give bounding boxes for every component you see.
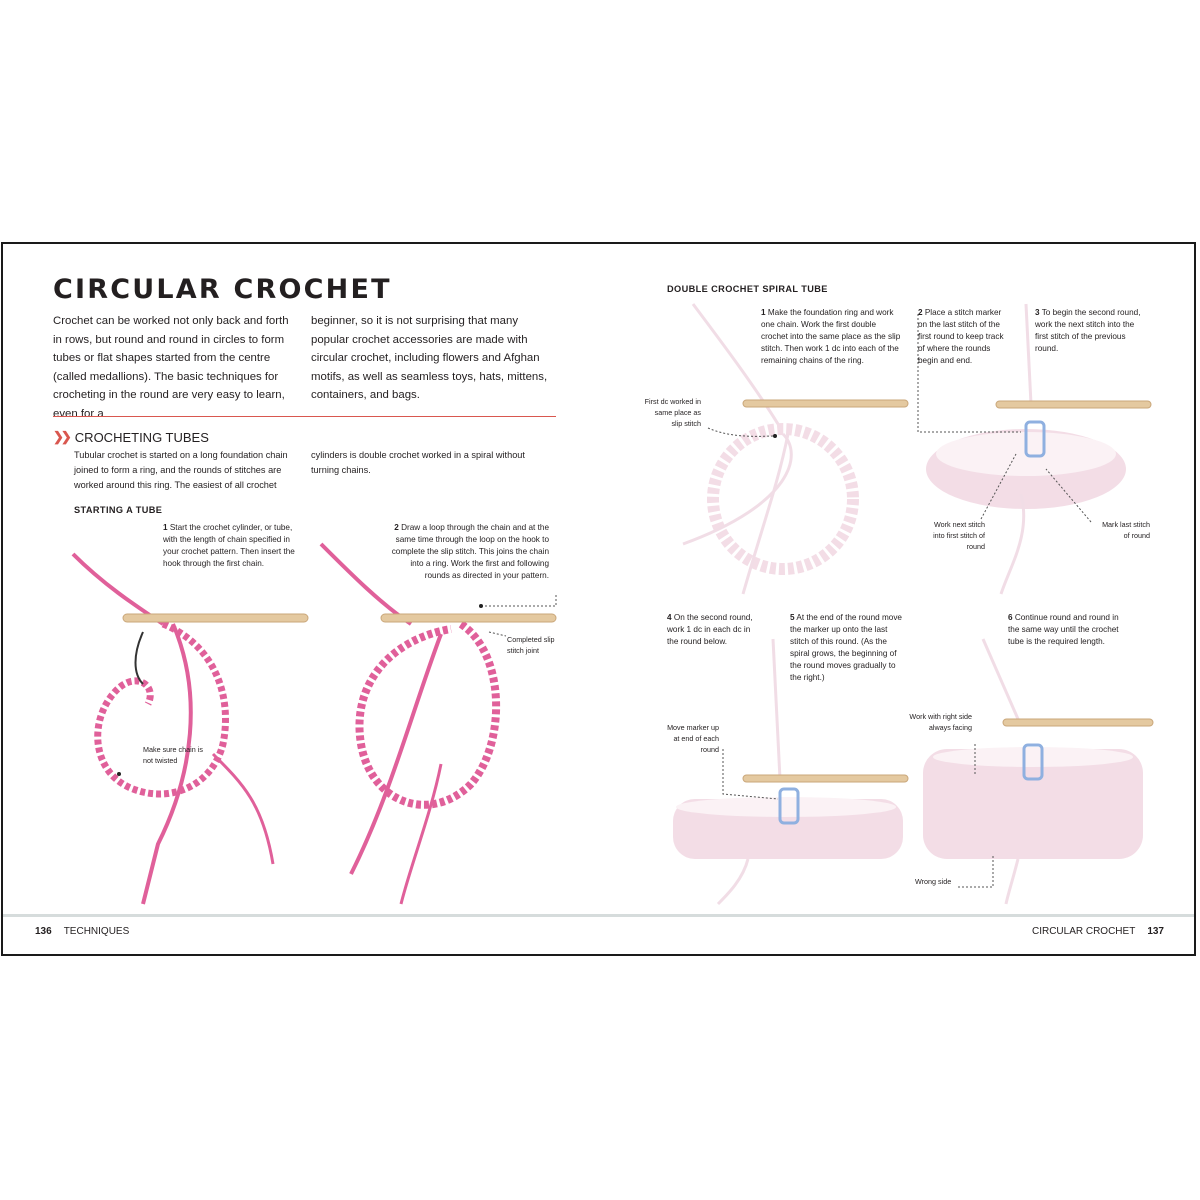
page-number-left: 136 [35,926,52,937]
stitch-marker-photo [917,303,1152,595]
spiral-step-2: 2 Place a stitch marker on the last stit… [918,307,1010,367]
annotation-next-stitch: Work next stitch into first stitch of ro… [933,520,985,551]
step-text: Place a stitch marker on the last stitch… [918,308,1004,365]
second-round-photo [673,638,909,906]
book-spread: CIRCULAR CROCHET Crochet can be worked n… [1,242,1196,956]
step-text: To begin the second round, work the next… [1035,308,1141,353]
chain-hook-illustration [71,552,309,905]
running-head-left: TECHNIQUES [63,926,130,937]
step-text: Start the crochet cylinder, or tube, wit… [163,523,295,568]
step-number: 1 [761,308,766,317]
annotation-not-twisted: Make sure chain is not twisted [143,745,203,765]
step-text: At the end of the round move the marker … [790,613,902,682]
step-number: 2 [918,308,923,317]
step-text: Draw a loop through the chain and at the… [391,523,549,580]
spiral-step-1: 1 Make the foundation ring and work one … [761,307,901,367]
page-title: CIRCULAR CROCHET [53,274,392,305]
step-number: 5 [790,613,795,622]
footer-right: CIRCULAR CROCHET 137 [1032,926,1164,937]
step-number: 4 [667,613,672,622]
crochet-hook-icon [122,613,309,623]
step-number: 1 [163,523,168,532]
annotation-first-dc: First dc worked in same place as slip st… [644,397,701,428]
page-number-right: 137 [1147,926,1164,937]
stitch-marker-icon [1024,420,1046,458]
double-chevron-icon: ❯❯ [53,429,72,444]
section-heading: ❯❯ CROCHETING TUBES [53,429,209,445]
annotation-wrong-side: Wrong side [915,877,952,886]
step-text: On the second round, work 1 dc in each d… [667,613,753,646]
intro-text-right: beginner, so it is not surprising that m… [311,315,548,401]
tubes-text-right: cylinders is double crochet worked in a … [311,450,525,475]
annotation-slip-joint: Completed slip stitch joint [507,635,555,655]
footer-rule [3,914,1194,917]
spiral-step-4: 4 On the second round, work 1 dc in each… [667,612,757,648]
starting-tube-heading: STARTING A TUBE [74,505,163,515]
annotation-mark-last: Mark last stitch of round [1102,520,1150,540]
starting-step-2: 2 Draw a loop through the chain and at t… [391,522,549,582]
footer-left: 136 TECHNIQUES [35,926,129,937]
tubes-text-left: Tubular crochet is started on a long fou… [74,450,288,490]
section-heading-label: CROCHETING TUBES [74,429,209,445]
step-number: 2 [394,523,399,532]
foundation-ring-photo [682,303,909,595]
section-divider [53,416,556,417]
step-text: Continue round and round in the same way… [1008,613,1119,646]
spiral-tube-heading: DOUBLE CROCHET SPIRAL TUBE [667,284,828,294]
finished-tube-photo [923,638,1154,905]
spiral-step-5: 5 At the end of the round move the marke… [790,612,902,684]
step-number: 3 [1035,308,1040,317]
annotation-move-marker: Move marker up at end of each round [667,723,719,754]
spiral-step-6: 6 Continue round and round in the same w… [1008,612,1123,648]
slip-stitch-ring-illustration [319,542,557,905]
step-number: 6 [1008,613,1013,622]
running-head-right: CIRCULAR CROCHET [1031,926,1136,937]
step-text: Make the foundation ring and work one ch… [761,308,901,365]
intro-text-left: Crochet can be worked not only back and … [53,315,289,420]
spiral-step-3: 3 To begin the second round, work the ne… [1035,307,1143,355]
annotation-right-side: Work with right side always facing [909,712,972,732]
starting-step-1: 1 Start the crochet cylinder, or tube, w… [163,522,301,570]
